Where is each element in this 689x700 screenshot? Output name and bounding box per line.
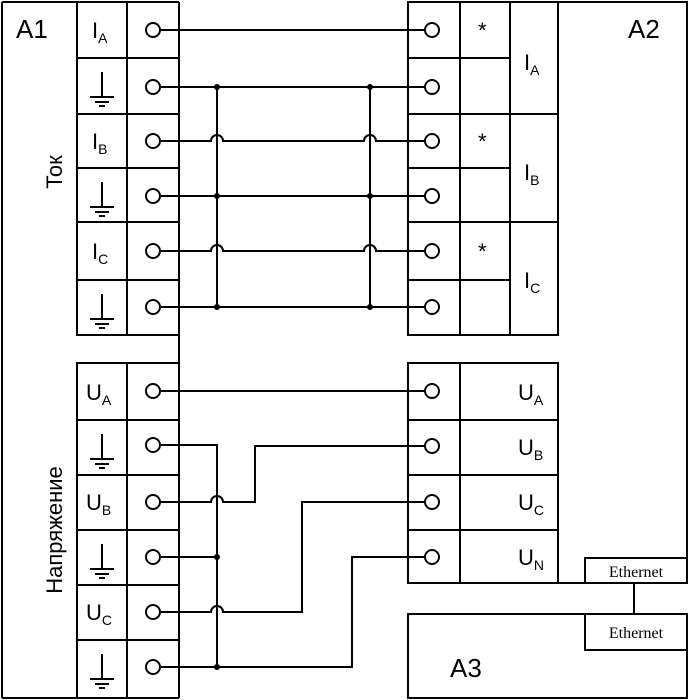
wire-ic [161, 244, 424, 252]
ground-icon-1 [90, 72, 114, 107]
wire-ground-6 [161, 556, 424, 668]
a1-terminal-5 [145, 243, 161, 259]
a1-terminal-7 [145, 383, 161, 399]
junction-dots [214, 84, 373, 670]
a1-terminal-10 [145, 549, 161, 565]
ground-icon-3 [90, 294, 114, 329]
block-a3 [407, 613, 688, 699]
block-a2-label: A2 [628, 14, 660, 44]
a2-ethernet-port [584, 557, 688, 584]
ground-icon-2 [90, 182, 114, 217]
a1-terminal-11 [145, 604, 161, 620]
group-label-voltage: Напряжение [42, 466, 67, 594]
wire-ib [161, 134, 424, 142]
a2-ethernet-label: Ethernet [609, 564, 664, 581]
a1-terminal-6 [145, 299, 161, 315]
a1-terminal-3 [145, 133, 161, 149]
a2-label-ub: UB [518, 435, 543, 463]
ground-icon-5 [90, 544, 114, 579]
a3-ethernet-port [584, 613, 688, 651]
a2-label-un: UN [518, 545, 544, 573]
a2-label-ic: IC [524, 268, 540, 296]
a1-terminal-1 [145, 22, 161, 38]
a1-terminal-9 [145, 494, 161, 510]
wire-un [161, 444, 218, 667]
a2-terminal-7 [424, 383, 440, 399]
a2-terminal-3 [424, 133, 440, 149]
a2-star-ic: * [478, 239, 487, 264]
ground-icon-4 [90, 434, 114, 469]
a2-current-labels: * * * IA IB IC [478, 18, 540, 296]
a1-terminal-labels: IA IB IC UA UB UC [86, 18, 112, 628]
a1-terminal-4 [145, 188, 161, 204]
a1-label-uc: UC [86, 600, 112, 628]
a2-label-ua: UA [518, 380, 544, 408]
wires [161, 29, 635, 668]
wire-ub [161, 445, 424, 503]
a2-terminal-5 [424, 243, 440, 259]
a2-terminal-2 [424, 79, 440, 95]
a2-label-ib: IB [524, 160, 539, 188]
a2-terminal-8 [424, 438, 440, 454]
a1-label-ia: IA [92, 18, 108, 46]
a2-terminal-10 [424, 549, 440, 565]
a1-label-ua: UA [86, 380, 112, 408]
a2-terminal-6 [424, 299, 440, 315]
block-a3-label: A3 [450, 653, 482, 683]
terminal-circles [145, 22, 440, 675]
a1-label-ib: IB [92, 129, 107, 157]
a2-label-uc: UC [518, 490, 544, 518]
wire-uc [161, 501, 424, 613]
a1-terminal-2 [145, 79, 161, 95]
ground-icon-6 [90, 654, 114, 689]
a2-terminal-4 [424, 188, 440, 204]
a2-star-ib: * [478, 129, 487, 154]
block-a2 [407, 1, 688, 584]
a1-terminal-12 [145, 659, 161, 675]
block-a1-label: A1 [16, 14, 48, 44]
a1-label-ub: UB [86, 490, 111, 518]
a3-ethernet-label: Ethernet [609, 625, 664, 642]
a2-star-ia: * [478, 18, 487, 43]
a1-label-ic: IC [92, 239, 108, 267]
a2-terminal-9 [424, 494, 440, 510]
group-label-current: Ток [42, 155, 67, 189]
block-a1 [1, 1, 180, 699]
a2-label-ia: IA [524, 50, 540, 78]
a1-terminal-8 [145, 437, 161, 453]
a2-voltage-labels: UA UB UC UN [518, 380, 544, 573]
a2-terminal-1 [424, 22, 440, 38]
a1-row-dividers [77, 57, 179, 641]
